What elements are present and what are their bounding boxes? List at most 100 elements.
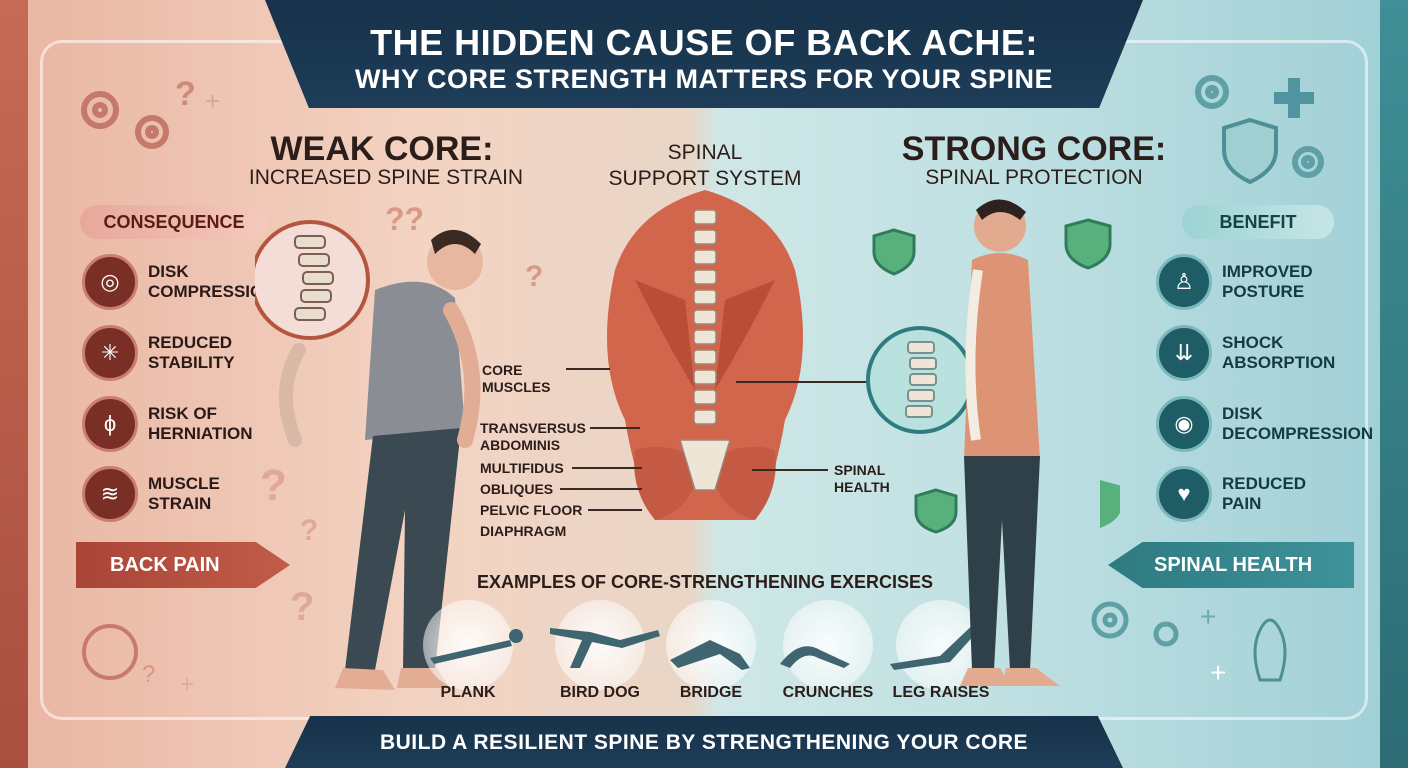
spinal-support-title-line1: SPINAL <box>667 141 743 164</box>
gear-cluster-right: + + <box>1091 601 1287 688</box>
consequence-label: MUSCLE STRAIN <box>148 474 220 513</box>
crunches-icon <box>783 600 873 690</box>
label-transversus-abdominis: TRANSVERSUS ABDOMINIS <box>480 420 586 453</box>
question-mark-icon: ? <box>300 514 318 547</box>
question-marks-lower: ? ? ? <box>260 461 318 629</box>
leader-line <box>752 469 828 471</box>
shield-icon <box>872 228 916 276</box>
consequence-pill: CONSEQUENCE <box>80 205 268 239</box>
exercise-label-bird-dog: BIRD DOG <box>560 684 640 701</box>
figure-hair <box>976 199 1026 220</box>
slouched-figure-illustration: ?? ? <box>255 201 543 690</box>
figure-pants <box>964 456 1040 670</box>
upright-figure-illustration <box>866 199 1120 686</box>
leader-line <box>572 467 642 469</box>
consequence-item-herniation: ϕ RISK OF HERNIATION <box>82 396 253 452</box>
figure-torso <box>964 253 1040 460</box>
disc-bulge-icon: ϕ <box>82 396 138 452</box>
figure-foot <box>335 668 395 690</box>
exercise-figures <box>430 618 986 670</box>
gear-icon <box>1195 75 1324 178</box>
exercise-label-crunches: CRUNCHES <box>782 684 874 701</box>
label-multifidus: MULTIFIDUS <box>480 460 564 476</box>
strong-body-icon <box>1253 618 1287 682</box>
spine-column-icon <box>678 209 732 491</box>
plus-icon: + <box>1210 657 1226 688</box>
bird-dog-figure <box>550 628 660 668</box>
figure-arm <box>443 302 481 448</box>
plus-icon: + <box>1200 601 1216 632</box>
consequence-item-muscle-strain: ≋ MUSCLE STRAIN <box>82 466 220 522</box>
title-banner <box>265 0 1143 108</box>
benefit-label: IMPROVED POSTURE <box>1222 262 1313 301</box>
spinal-support-title: SPINAL SUPPORT SYSTEM <box>600 140 810 192</box>
burst-icon: ✳ <box>82 325 138 381</box>
leader-line <box>560 488 642 490</box>
exercise-label-plank: PLANK <box>440 684 496 701</box>
plus-icon: + <box>180 671 194 698</box>
disk-icon: ◎ <box>82 254 138 310</box>
exercises-title: EXAMPLES OF CORE-STRENGTHENING EXERCISES <box>476 572 934 592</box>
main-subtitle: WHY CORE STRENGTH MATTERS FOR YOUR SPINE <box>354 64 1054 94</box>
lower-spine-icon <box>279 343 306 447</box>
weak-core-subheading: INCREASED SPINE STRAIN <box>248 166 524 189</box>
right-edge-band <box>1380 0 1408 768</box>
leader-line <box>566 368 610 370</box>
strong-core-heading: STRONG CORE: <box>901 130 1167 168</box>
head-brain-icon <box>82 624 138 680</box>
shield-icon <box>914 488 958 534</box>
question-mark-icon: ? <box>525 260 543 293</box>
spinal-support-title-line2: SUPPORT SYSTEM <box>608 167 802 190</box>
figure-foot <box>1002 668 1060 686</box>
question-mark-icon: ?? <box>385 201 424 237</box>
plus-icon: + <box>205 86 220 116</box>
disk-decompression-icon: ◉ <box>1156 396 1212 452</box>
benefit-label: DISK DECOMPRESSION <box>1222 404 1374 443</box>
consequence-item-disk-compression: ◎ DISK COMPRESSION <box>82 254 276 310</box>
shield-check-icon <box>1064 218 1112 270</box>
leader-line <box>588 509 642 511</box>
muscle-icon: ≋ <box>82 466 138 522</box>
back-pain-arrow: BACK PAIN <box>76 542 290 588</box>
icon-cluster-right <box>1195 75 1324 185</box>
shock-icon: ⇊ <box>1156 325 1212 381</box>
question-mark-icon: ? <box>290 585 314 629</box>
crunches-figure <box>780 646 850 668</box>
plus-icon <box>1274 78 1314 118</box>
strong-core-subheading: SPINAL PROTECTION <box>925 166 1143 189</box>
question-mark-icon: ? <box>260 461 287 510</box>
posture-icon: ♙ <box>1156 254 1212 310</box>
left-lat-muscle <box>635 280 695 390</box>
benefit-item-reduced-pain: ♥ REDUCED PAIN <box>1156 466 1306 522</box>
label-diaphragm: DIAPHRAGM <box>480 523 567 539</box>
benefit-item-disk-decompression: ◉ DISK DECOMPRESSION <box>1156 396 1373 452</box>
benefit-item-improved-posture: ♙ IMPROVED POSTURE <box>1156 254 1313 310</box>
label-core-muscles: CORE MUSCLES <box>482 362 551 395</box>
label-spinal-health: SPINAL HEALTH <box>834 462 890 495</box>
shield-plus-icon <box>1100 480 1120 528</box>
left-glute <box>634 446 700 520</box>
weak-core-heading: WEAK CORE: <box>270 130 494 168</box>
bridge-figure <box>670 640 750 670</box>
leader-line <box>590 427 640 429</box>
gear-icon <box>81 91 169 149</box>
leader-line <box>736 381 866 383</box>
gear-cluster-left: ? + <box>81 80 220 149</box>
question-mark-icon: ? <box>175 80 196 113</box>
label-pelvic-floor: PELVIC FLOOR <box>480 502 583 518</box>
footer-text: BUILD A RESILIENT SPINE BY STRENGTHENING… <box>379 731 1029 754</box>
consequence-label: DISK COMPRESSION <box>148 262 276 301</box>
left-edge-band <box>0 0 28 768</box>
benefit-label: SHOCK ABSORPTION <box>1222 333 1336 372</box>
shield-icon <box>1222 117 1278 185</box>
figure-shirt <box>365 281 465 440</box>
benefit-item-shock-absorption: ⇊ SHOCK ABSORPTION <box>1156 325 1335 381</box>
plank-figure <box>430 640 512 664</box>
healthy-spine-icon <box>905 341 937 418</box>
heart-pulse-icon: ♥ <box>1156 466 1212 522</box>
figure-foot <box>960 668 1010 686</box>
brain-icon-cluster: ? + <box>82 624 194 698</box>
figure-hair <box>431 229 481 254</box>
curved-spine-icon <box>294 235 334 321</box>
main-title: THE HIDDEN CAUSE OF BACK ACHE: <box>370 22 1038 63</box>
